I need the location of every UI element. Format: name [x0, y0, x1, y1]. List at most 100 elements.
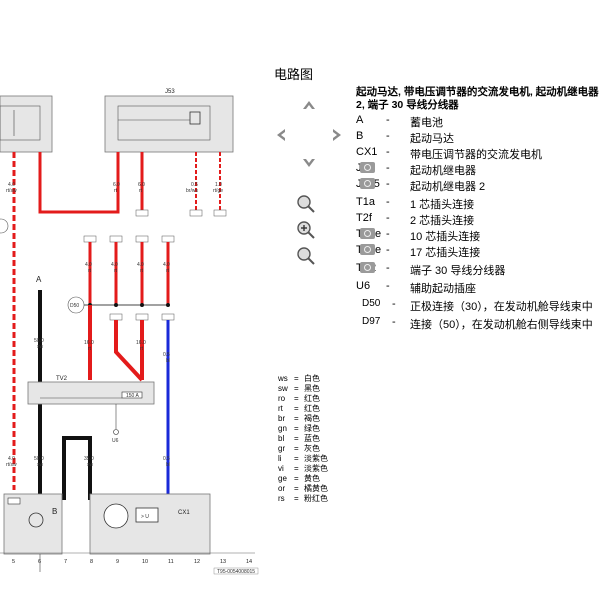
- color-equals: =: [294, 384, 299, 393]
- legend-dash: -: [392, 298, 396, 310]
- color-equals: =: [294, 414, 299, 423]
- legend-desc: 连接（50），在发动机舱右侧导线束中: [410, 319, 593, 331]
- svg-text:rt: rt: [88, 346, 92, 352]
- svg-text:rt/sw: rt/sw: [6, 188, 17, 194]
- color-name: 灰色: [304, 444, 320, 453]
- j695-relay-box[interactable]: [0, 95, 53, 153]
- page-title: 电路图: [274, 67, 314, 82]
- legend-code: T2f: [356, 212, 372, 224]
- pan-up-icon[interactable]: [300, 98, 318, 116]
- legend-dash: -: [386, 146, 390, 158]
- color-name: 淡紫色: [304, 454, 328, 463]
- color-equals: =: [294, 404, 299, 413]
- column-number: 9: [116, 559, 119, 565]
- legend-item: J53-起动机继电器: [356, 162, 476, 177]
- color-legend-item: li=淡紫色: [278, 454, 328, 464]
- color-name: 蓝色: [304, 434, 320, 443]
- column-number: 13: [220, 559, 226, 565]
- color-code: sw: [278, 384, 288, 393]
- svg-text:16.0: 16.0: [136, 340, 146, 346]
- svg-text:bl: bl: [166, 462, 170, 468]
- color-equals: =: [294, 484, 299, 493]
- color-legend-item: ws=白色: [278, 374, 328, 384]
- zoom-out-icon[interactable]: [296, 194, 316, 214]
- color-legend-item: bl=蓝色: [278, 434, 328, 444]
- pan-down-icon[interactable]: [300, 152, 318, 170]
- svg-text:6.0: 6.0: [113, 182, 120, 188]
- column-number: 10: [142, 559, 148, 565]
- color-code: rt: [278, 404, 283, 413]
- column-number: 6: [38, 559, 41, 565]
- legend-dash: -: [386, 244, 390, 256]
- legend-dash: -: [386, 130, 390, 142]
- camera-icon[interactable]: [360, 178, 375, 189]
- legend-desc: 正极连接（30），在发动机舱导线束中: [410, 301, 593, 313]
- color-legend-item: rs=粉红色: [278, 494, 328, 504]
- svg-text:0.5: 0.5: [163, 352, 170, 358]
- color-legend-item: vi=淡紫色: [278, 464, 328, 474]
- color-code: li: [278, 454, 282, 463]
- svg-text:bl: bl: [166, 358, 170, 364]
- legend-code: B: [356, 130, 364, 142]
- camera-icon[interactable]: [360, 244, 375, 255]
- svg-text:50.0: 50.0: [34, 456, 44, 462]
- svg-text:rt/sw: rt/sw: [6, 462, 17, 468]
- legend-item: T17e-17 芯插头连接: [356, 244, 480, 259]
- legend-dash: -: [386, 228, 390, 240]
- color-name: 红色: [304, 394, 320, 403]
- color-name: 褐色: [304, 414, 320, 423]
- color-legend-item: sw=黑色: [278, 384, 328, 394]
- camera-icon[interactable]: [360, 162, 375, 173]
- svg-text:35.0: 35.0: [84, 456, 94, 462]
- legend-dash: -: [386, 212, 390, 224]
- color-name: 淡紫色: [304, 464, 328, 473]
- svg-text:4.0: 4.0: [111, 262, 118, 268]
- legend-dash: -: [386, 162, 390, 174]
- j53-relay-box[interactable]: [104, 95, 234, 153]
- zoom-fit-icon[interactable]: [296, 246, 316, 266]
- generator-box[interactable]: [89, 493, 211, 555]
- legend-desc: 起动马达: [410, 133, 454, 145]
- svg-text:A: A: [36, 275, 42, 284]
- svg-text:rt: rt: [114, 188, 118, 194]
- svg-text:150 A: 150 A: [126, 393, 139, 399]
- color-code: or: [278, 484, 286, 493]
- legend-desc: 蓄电池: [410, 117, 443, 129]
- tv2-distributor[interactable]: [27, 381, 155, 405]
- wire-generator: [62, 436, 92, 500]
- color-equals: =: [294, 464, 299, 473]
- svg-text:1.0: 1.0: [215, 182, 222, 188]
- color-equals: =: [294, 424, 299, 433]
- svg-text:sw: sw: [37, 462, 44, 468]
- svg-text:0.5: 0.5: [163, 456, 170, 462]
- legend-code: D97: [362, 316, 381, 327]
- reference-code: T95-0054008015: [217, 569, 255, 575]
- color-equals: =: [294, 494, 299, 503]
- legend-code: T1a: [356, 196, 375, 208]
- color-code: gr: [278, 444, 286, 453]
- color-legend-item: ro=红色: [278, 394, 328, 404]
- color-name: 橘黄色: [304, 484, 328, 493]
- legend-desc: 带电压调节器的交流发电机: [410, 149, 542, 161]
- color-name: 绿色: [304, 424, 320, 433]
- legend-title: 起动马达, 带电压调节器的交流发电机, 起动机继电器 2, 端子 30 导线分线…: [356, 86, 599, 111]
- pan-right-icon[interactable]: [326, 126, 344, 144]
- legend-desc: 辅助起动插座: [410, 283, 476, 295]
- svg-text:rt/ge: rt/ge: [213, 188, 223, 194]
- svg-text:br/ws: br/ws: [186, 188, 198, 194]
- legend-desc: 2 芯插头连接: [410, 215, 475, 227]
- zoom-in-icon[interactable]: [296, 220, 316, 240]
- legend-desc: 起动机继电器: [410, 165, 476, 177]
- camera-icon[interactable]: [360, 262, 375, 273]
- color-code: ro: [278, 394, 286, 403]
- pan-controls: [272, 98, 348, 172]
- color-code: ge: [278, 474, 287, 483]
- column-number: 5: [12, 559, 15, 565]
- camera-icon[interactable]: [360, 228, 375, 239]
- svg-text:rt: rt: [140, 268, 144, 274]
- color-code: gn: [278, 424, 287, 433]
- color-name: 粉红色: [304, 494, 328, 503]
- pan-left-icon[interactable]: [274, 126, 292, 144]
- legend-desc: 10 芯插头连接: [410, 231, 481, 243]
